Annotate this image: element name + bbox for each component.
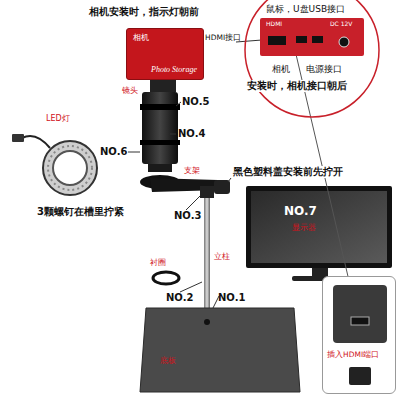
lens-tip: [148, 164, 172, 172]
note-text: 黑色塑料盖安装前先拧开: [232, 166, 344, 178]
camera-mount: [150, 80, 176, 92]
led-plug: [12, 134, 24, 142]
note-text: 3颗螺钉在槽里拧紧: [36, 206, 125, 218]
collar-ring: [153, 272, 179, 284]
leader-line: [128, 152, 140, 153]
port-label: 电源接口: [306, 64, 342, 74]
port-label: 鼠标，U盘USB接口: [266, 4, 345, 14]
part-name: 镜头: [122, 86, 138, 95]
base-plate: 底板: [140, 308, 300, 392]
hdmi-plug: [349, 367, 371, 385]
monitor-back: [333, 285, 387, 343]
monitor-screen-area: NO.7 显示器: [251, 191, 387, 263]
led-ring-inner: [53, 151, 87, 185]
inset-circle: [245, 0, 379, 117]
part-name: 衬圈: [150, 258, 166, 267]
monitor-bezel: [246, 186, 392, 268]
part-name: 相机: [133, 33, 149, 42]
port-label: HDMI: [266, 21, 282, 28]
leader-line: [228, 178, 231, 182]
part-name: LED灯: [46, 114, 70, 123]
leader-line: [176, 102, 181, 106]
part-name: 相机: [272, 64, 290, 74]
monitor-back-inset-shape: [323, 277, 395, 393]
base-shape: [140, 308, 300, 392]
note-text: 插入HDMI端口: [327, 351, 379, 360]
leader-line: [170, 134, 176, 135]
led-ring: [43, 141, 97, 195]
part-name: 显示器: [292, 223, 316, 232]
callout-number: NO.5: [182, 96, 209, 108]
brand-text: Photo Storage: [151, 65, 197, 74]
holder-knob: [214, 180, 230, 194]
part-name: 底板: [160, 356, 176, 365]
hdmi-socket: [351, 317, 369, 325]
callout-number: NO.1: [218, 292, 245, 304]
power-port: [339, 37, 349, 47]
monitor-screen: [251, 191, 387, 263]
monitor-screen-area-shape: [251, 191, 387, 263]
camera-body: 相机 Photo Storage: [126, 28, 204, 80]
part-name: 支架: [183, 166, 201, 175]
lens-body: [142, 92, 178, 164]
led-lamps: [48, 146, 92, 190]
note-text: 相机安装时，指示灯朝前: [88, 6, 200, 18]
callout-number: NO.4: [178, 128, 205, 140]
holder-block: [200, 186, 214, 198]
port-label: HDMI接口: [205, 34, 241, 43]
lens-ring: [140, 140, 180, 145]
port-label: DC 12V: [330, 21, 352, 28]
pole: [204, 198, 210, 318]
base-hole: [204, 319, 210, 325]
leader-line: [180, 282, 202, 292]
camera-back-inset: 鼠标，U盘USB接口相机 电源接口 HDMI DC 12V: [244, 0, 380, 118]
callout-number: NO.3: [174, 210, 201, 222]
part-name: 立柱: [214, 252, 230, 261]
usb-port: [296, 36, 307, 43]
monitor-back-inset: 插入HDMI端口: [322, 276, 396, 394]
note-text: 安装时，相机接口朝后: [246, 80, 348, 92]
leader-line: [186, 196, 200, 210]
monitor-neck: [312, 268, 328, 276]
callout-number: NO.6: [100, 146, 127, 158]
callout-number: NO.7: [284, 205, 317, 219]
usb-port: [312, 36, 323, 43]
hdmi-port: [268, 36, 286, 45]
camera-back-panel: HDMI DC 12V: [260, 18, 364, 56]
callout-number: NO.2: [166, 292, 193, 304]
led-cable: [22, 136, 50, 148]
lens-ring: [140, 104, 180, 110]
base-plate-shape: [140, 308, 300, 392]
